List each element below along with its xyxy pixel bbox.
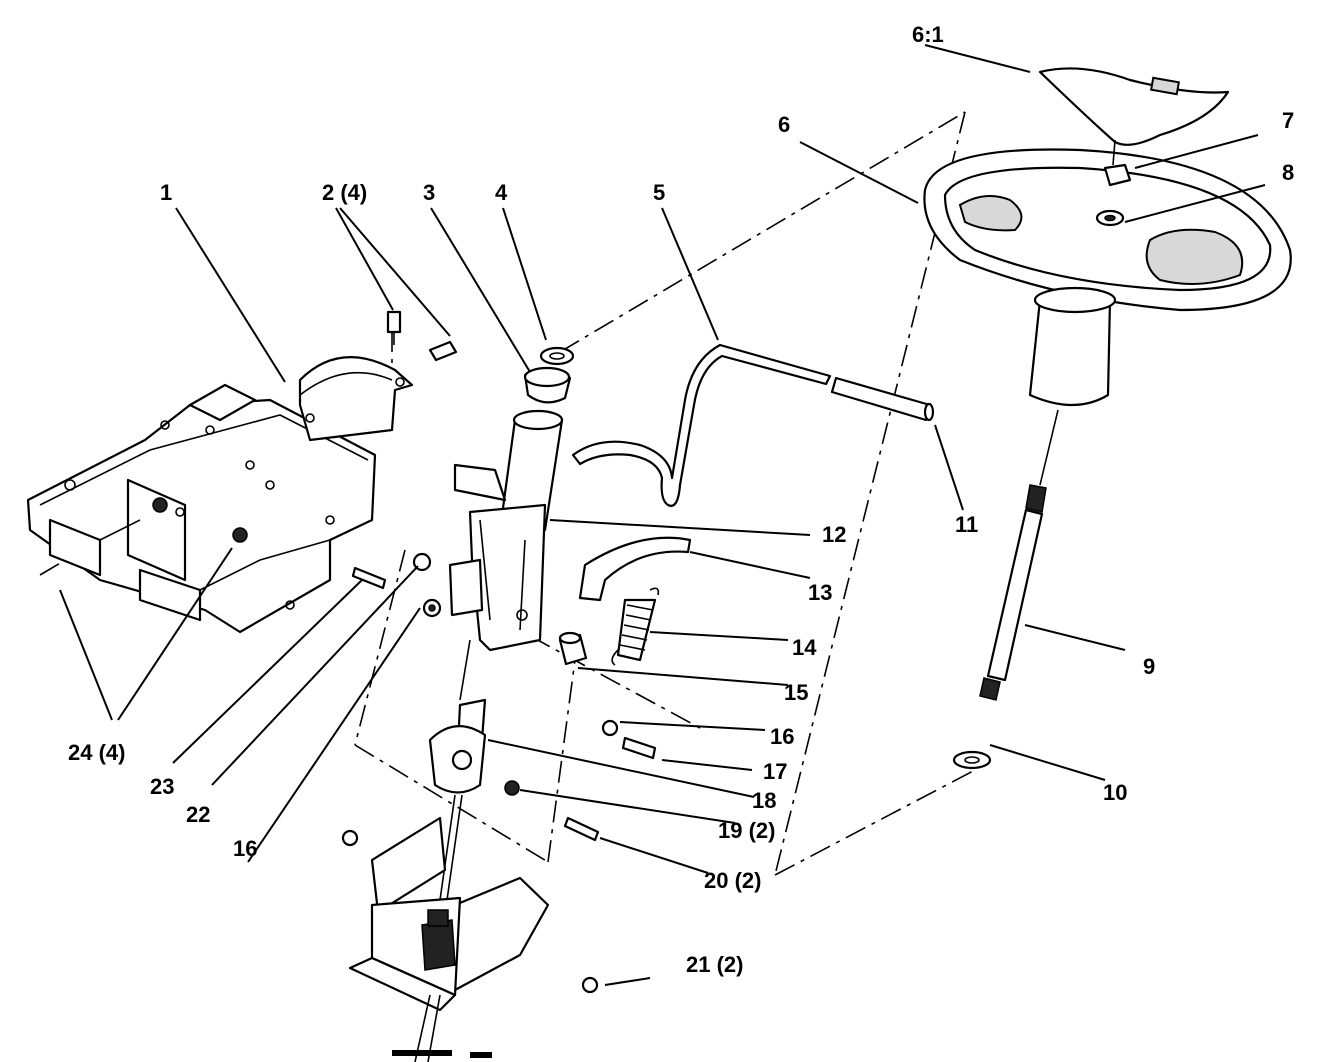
label-13: 13 (808, 580, 832, 605)
label-17: 17 (763, 759, 787, 784)
label-6: 6 (778, 112, 790, 137)
cropped-caption-fragment (392, 1050, 492, 1058)
label-19: 19 (2) (718, 818, 775, 843)
label-7: 7 (1282, 108, 1294, 133)
lower-bracket (341, 816, 599, 1062)
label-2: 2 (4) (322, 180, 367, 205)
label-6-1: 6:1 (912, 22, 944, 47)
label-10: 10 (1103, 780, 1127, 805)
label-22: 22 (186, 802, 210, 827)
bolts-2 (386, 310, 458, 362)
wheel-cover (1038, 67, 1230, 146)
universal-joint (428, 639, 487, 901)
label-8: 8 (1282, 160, 1294, 185)
mounting-frame (26, 383, 377, 634)
label-5: 5 (653, 180, 665, 205)
label-18: 18 (752, 788, 776, 813)
label-1: 1 (160, 180, 172, 205)
small-hardware (351, 552, 657, 760)
spacer-15 (558, 631, 588, 666)
label-11: 11 (955, 512, 978, 537)
callout-labels: 1 2 (4) 3 4 5 6 6:1 7 8 9 10 11 12 13 14… (68, 22, 1294, 977)
leader-lines (59, 44, 1266, 986)
label-9: 9 (1143, 654, 1155, 679)
label-16-left: 16 (233, 836, 257, 861)
label-3: 3 (423, 180, 435, 205)
bushing-and-washer (523, 346, 575, 404)
clamp-bracket (298, 356, 414, 442)
nut-19 (504, 780, 520, 796)
bolt-20 (563, 816, 600, 842)
label-20: 20 (2) (704, 868, 761, 893)
label-24: 24 (4) (68, 740, 125, 765)
label-21: 21 (2) (686, 952, 743, 977)
wheel-nut (1095, 139, 1132, 227)
steering-wheel (923, 148, 1292, 407)
label-15: 15 (784, 680, 808, 705)
steering-column-tube (448, 409, 564, 652)
washer-10 (952, 750, 992, 770)
quadrant-bracket-13 (578, 536, 692, 602)
rod-5 (571, 343, 935, 507)
label-16-right: 16 (770, 724, 794, 749)
label-14: 14 (792, 635, 817, 660)
label-23: 23 (150, 774, 174, 799)
label-4: 4 (495, 180, 508, 205)
spring-14 (611, 587, 660, 666)
steering-shaft (979, 409, 1059, 701)
label-12: 12 (822, 522, 846, 547)
